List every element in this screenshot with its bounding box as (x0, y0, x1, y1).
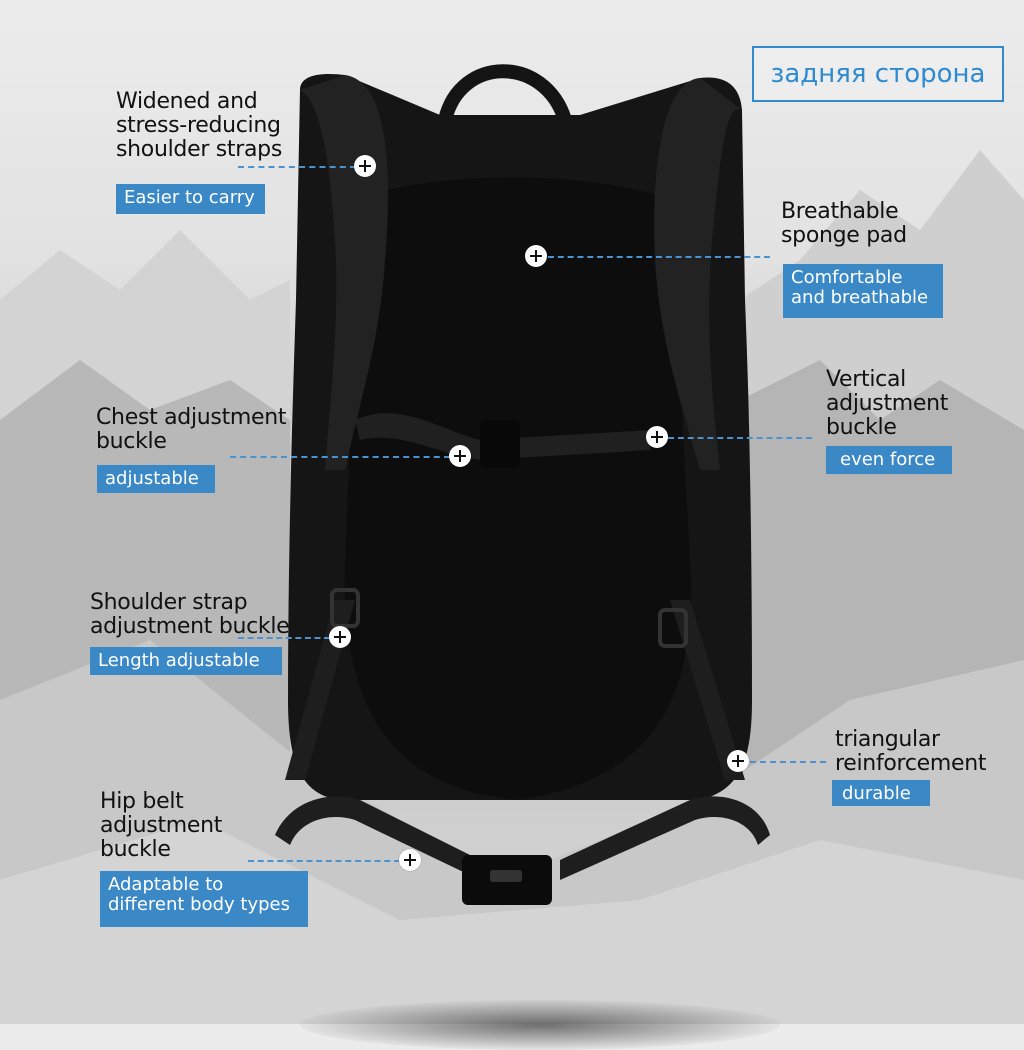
feature-label-vertical-buckle: Vertical adjustment buckle (826, 367, 949, 440)
feature-tag-sponge-pad: Comfortable and breathable (783, 264, 943, 318)
feature-tag-shoulder-straps: Easier to carry (116, 184, 265, 214)
plus-hotspot-icon[interactable] (329, 626, 351, 648)
callout-line-hip-belt (248, 860, 400, 862)
page-title: задняя сторона (752, 46, 1004, 102)
plus-hotspot-icon[interactable] (449, 445, 471, 467)
mountain-background (0, 150, 1024, 1024)
callout-line-strap-buckle (238, 637, 330, 639)
feature-tag-triangular: durable (832, 780, 930, 806)
feature-tag-chest-buckle: adjustable (97, 465, 215, 493)
plus-hotspot-icon[interactable] (354, 155, 376, 177)
feature-label-hip-belt: Hip belt adjustment buckle (100, 789, 223, 862)
plus-hotspot-icon[interactable] (525, 245, 547, 267)
feature-label-strap-buckle: Shoulder strap adjustment buckle (90, 590, 290, 639)
plus-hotspot-icon[interactable] (646, 426, 668, 448)
plus-hotspot-icon[interactable] (399, 849, 421, 871)
feature-label-triangular: triangular reinforcement (835, 727, 987, 776)
feature-tag-strap-buckle: Length adjustable (90, 647, 282, 675)
callout-line-sponge-pad (548, 256, 770, 258)
backpack-image (275, 64, 770, 905)
feature-label-shoulder-straps: Widened and stress-reducing shoulder str… (116, 89, 283, 162)
product-infographic: задняя сторона Widened and stress-reduci… (0, 46, 1024, 1050)
callout-line-vertical-buckle (668, 437, 812, 439)
feature-label-chest-buckle: Chest adjustment buckle (96, 405, 287, 454)
plus-hotspot-icon[interactable] (727, 750, 749, 772)
callout-line-chest-buckle (230, 456, 450, 458)
feature-tag-vertical-buckle: even force (826, 446, 952, 474)
callout-line-triangular (750, 761, 826, 763)
feature-tag-hip-belt: Adaptable to different body types (100, 871, 308, 927)
feature-label-sponge-pad: Breathable sponge pad (781, 199, 907, 248)
callout-line-shoulder-straps (238, 166, 356, 168)
